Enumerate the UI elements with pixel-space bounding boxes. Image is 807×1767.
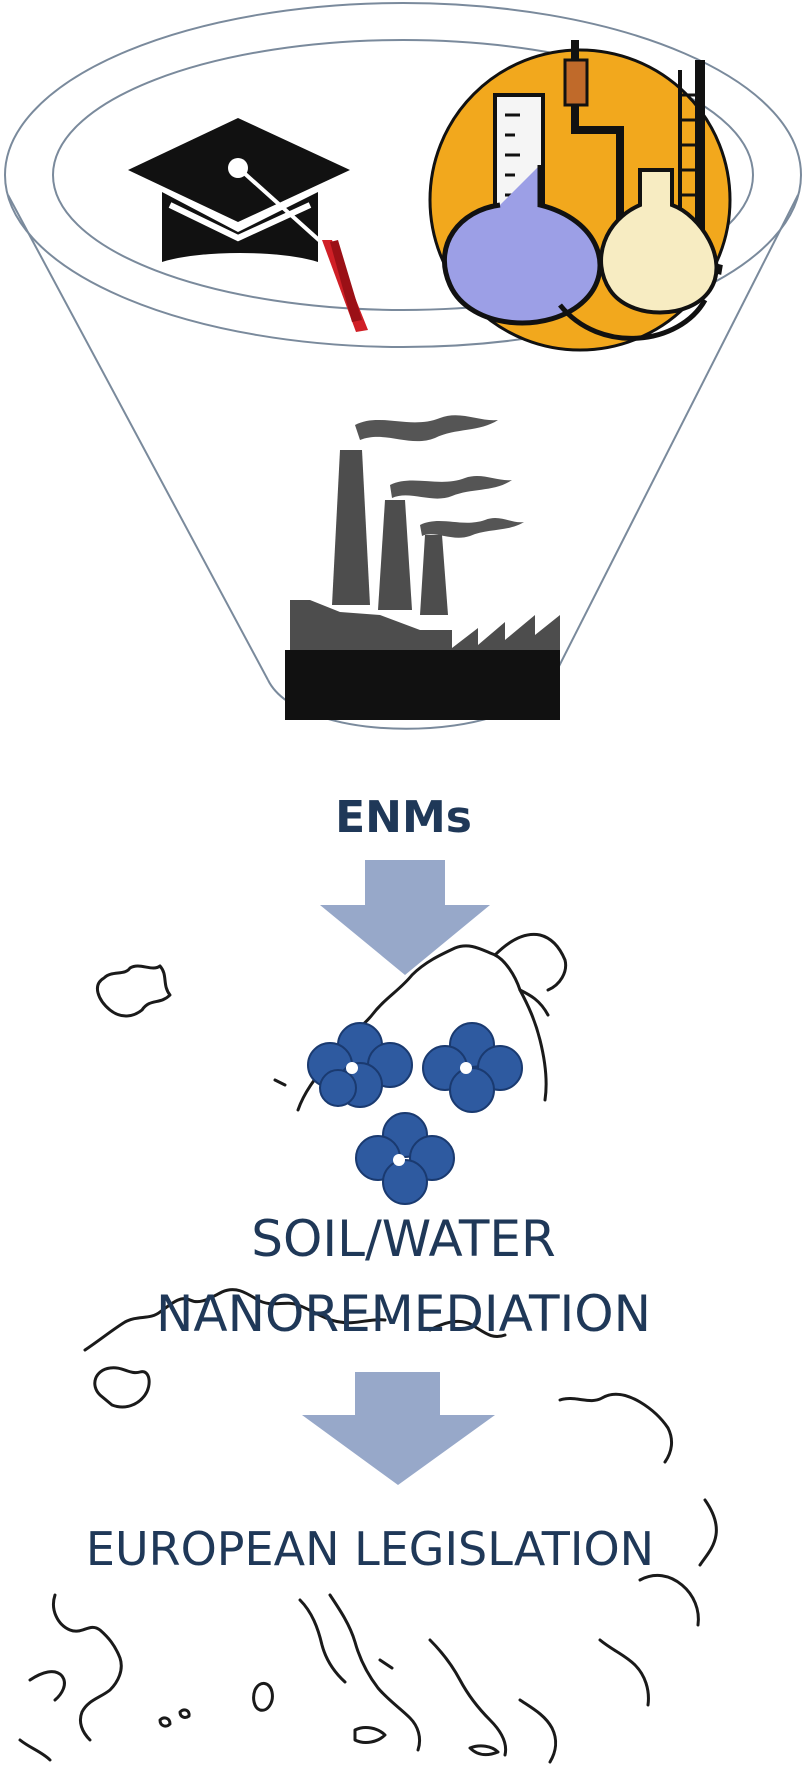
- factory-icon: [285, 415, 560, 720]
- down-arrow-icon: [320, 860, 490, 975]
- lab-glassware-icon: [428, 40, 732, 352]
- europe-map-icon: [18, 932, 718, 1764]
- down-arrow-icon: [302, 1372, 495, 1485]
- stage3-label: EUROPEAN LEGISLATION: [85, 1522, 655, 1576]
- nanoparticle-cluster-icon: [307, 1022, 523, 1205]
- stage2-label-line2: NANOREMEDIATION: [155, 1285, 652, 1343]
- stage2-label-line1: SOIL/WATER: [251, 1210, 556, 1268]
- stage1-label: ENMs: [335, 792, 472, 843]
- graduation-cap-icon: [128, 118, 368, 332]
